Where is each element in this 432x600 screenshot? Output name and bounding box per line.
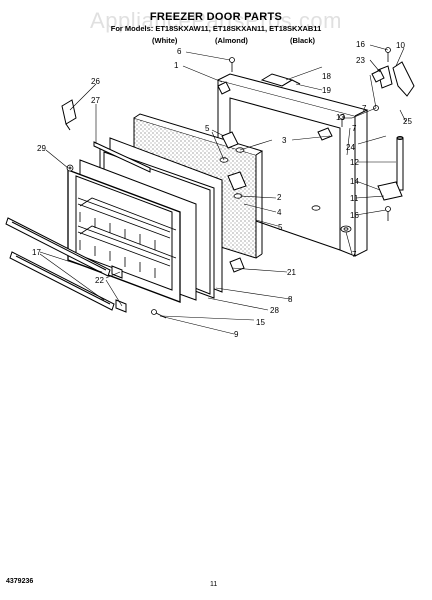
callout-16b: 16 xyxy=(350,211,359,220)
screws xyxy=(66,47,391,319)
callout-18: 18 xyxy=(322,72,331,81)
callout-7c: 7 xyxy=(362,104,367,113)
callout-7a: 7 xyxy=(352,124,357,133)
callout-29: 29 xyxy=(37,144,46,153)
callout-1: 1 xyxy=(174,61,179,70)
callout-7b: 7 xyxy=(352,250,357,259)
callout-4: 4 xyxy=(277,208,282,217)
callout-21: 21 xyxy=(287,268,296,277)
hinge-bracket-side xyxy=(377,65,393,89)
variant-white: (White) xyxy=(152,36,178,45)
callout-14: 14 xyxy=(350,177,359,186)
document-code: 4379236 xyxy=(6,578,34,585)
callout-2: 2 xyxy=(277,193,282,202)
door-closer xyxy=(227,171,247,191)
page-number: 11 xyxy=(210,581,218,588)
callout-11: 11 xyxy=(350,194,359,203)
diagram-title: FREEZER DOOR PARTS xyxy=(149,11,283,23)
callout-13: 13 xyxy=(336,113,345,122)
callout-labels: 1 2 3 4 5 5 6 7 7 7 8 9 10 11 12 13 14 1… xyxy=(32,40,412,339)
bar-end-cap-lower xyxy=(115,299,127,313)
liner-shelves xyxy=(77,197,177,278)
callout-15: 15 xyxy=(256,318,265,327)
callout-23: 23 xyxy=(356,56,365,65)
callout-26: 26 xyxy=(91,77,100,86)
spacer-block xyxy=(371,69,385,83)
callout-22: 22 xyxy=(95,276,104,285)
callout-5a: 5 xyxy=(205,124,210,133)
variant-black: (Black) xyxy=(290,36,316,45)
trim-strip xyxy=(93,141,151,173)
callout-25: 25 xyxy=(403,117,412,126)
callout-3: 3 xyxy=(282,136,287,145)
hinge-bracket-top xyxy=(392,61,415,97)
callout-10: 10 xyxy=(396,41,405,50)
door-handle-cap xyxy=(61,99,77,125)
watermark: AppliancePartsPros.com xyxy=(90,8,342,33)
door-cam xyxy=(221,131,239,149)
callout-28: 28 xyxy=(270,306,279,315)
bar-end-cap-upper xyxy=(111,265,123,279)
door-stop-pin xyxy=(396,137,404,191)
callout-24: 24 xyxy=(346,143,355,152)
leader-lines xyxy=(39,44,407,335)
variant-almond: (Almond) xyxy=(215,36,248,45)
callout-16a: 16 xyxy=(356,40,365,49)
callout-17: 17 xyxy=(32,248,41,257)
callout-5b: 5 xyxy=(278,223,283,232)
callout-19: 19 xyxy=(322,86,331,95)
gasket-clip xyxy=(229,257,245,273)
callout-8: 8 xyxy=(288,295,293,304)
model-list: For Models: ET18SKXAW11, ET18SKXAN11, ET… xyxy=(110,24,322,33)
bottom-hinge xyxy=(377,181,403,201)
callout-12: 12 xyxy=(350,158,359,167)
callout-6: 6 xyxy=(177,47,182,56)
callout-9: 9 xyxy=(234,330,239,339)
callout-27: 27 xyxy=(91,96,100,105)
door-frame xyxy=(217,73,369,257)
